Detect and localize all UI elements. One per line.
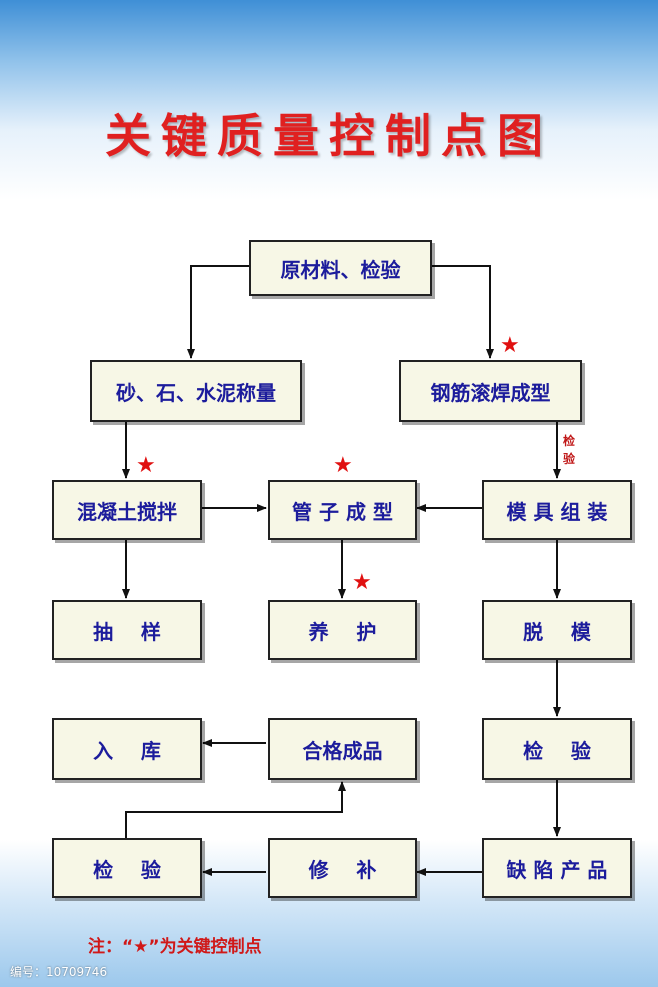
arrow-inspection-to-qualified <box>125 781 346 838</box>
node-sampling: 抽 样 <box>52 600 202 660</box>
watermark-code: 编号：10709746 <box>10 965 108 979</box>
key-control-star-rebar: ★ <box>500 333 520 358</box>
key-control-star-pipe: ★ <box>333 453 353 478</box>
node-inspection-left: 检 验 <box>52 838 202 898</box>
node-repair: 修 补 <box>268 838 417 898</box>
node-warehousing: 入 库 <box>52 718 202 780</box>
legend-note: 注：“★”为关键控制点 <box>88 937 262 957</box>
node-rebar-rolling-welding: 钢筋滚焊成型 <box>399 360 582 422</box>
node-concrete-mixing: 混凝土搅拌 <box>52 480 202 540</box>
node-raw-material-inspection: 原材料、检验 <box>249 240 432 296</box>
node-defective-product: 缺 陷 产 品 <box>482 838 632 898</box>
node-curing: 养 护 <box>268 600 417 660</box>
arrow-raw-to-weighing <box>187 265 249 359</box>
node-sand-stone-cement-weighing: 砂、石、水泥称量 <box>90 360 302 422</box>
node-demolding: 脱 模 <box>482 600 632 660</box>
arrow-raw-to-rebar <box>432 265 494 359</box>
key-control-star-concrete: ★ <box>136 453 156 478</box>
page-title: 关键质量控制点图 <box>105 109 553 163</box>
node-qualified-product: 合格成品 <box>268 718 417 780</box>
watermark: 编号：10709746 <box>10 963 107 980</box>
node-mold-assembly: 模 具 组 装 <box>482 480 632 540</box>
node-pipe-forming: 管 子 成 型 <box>268 480 417 540</box>
node-inspection-right: 检 验 <box>482 718 632 780</box>
key-control-star-curing: ★ <box>352 570 372 595</box>
edge-label-inspection: 检验 <box>562 434 575 466</box>
